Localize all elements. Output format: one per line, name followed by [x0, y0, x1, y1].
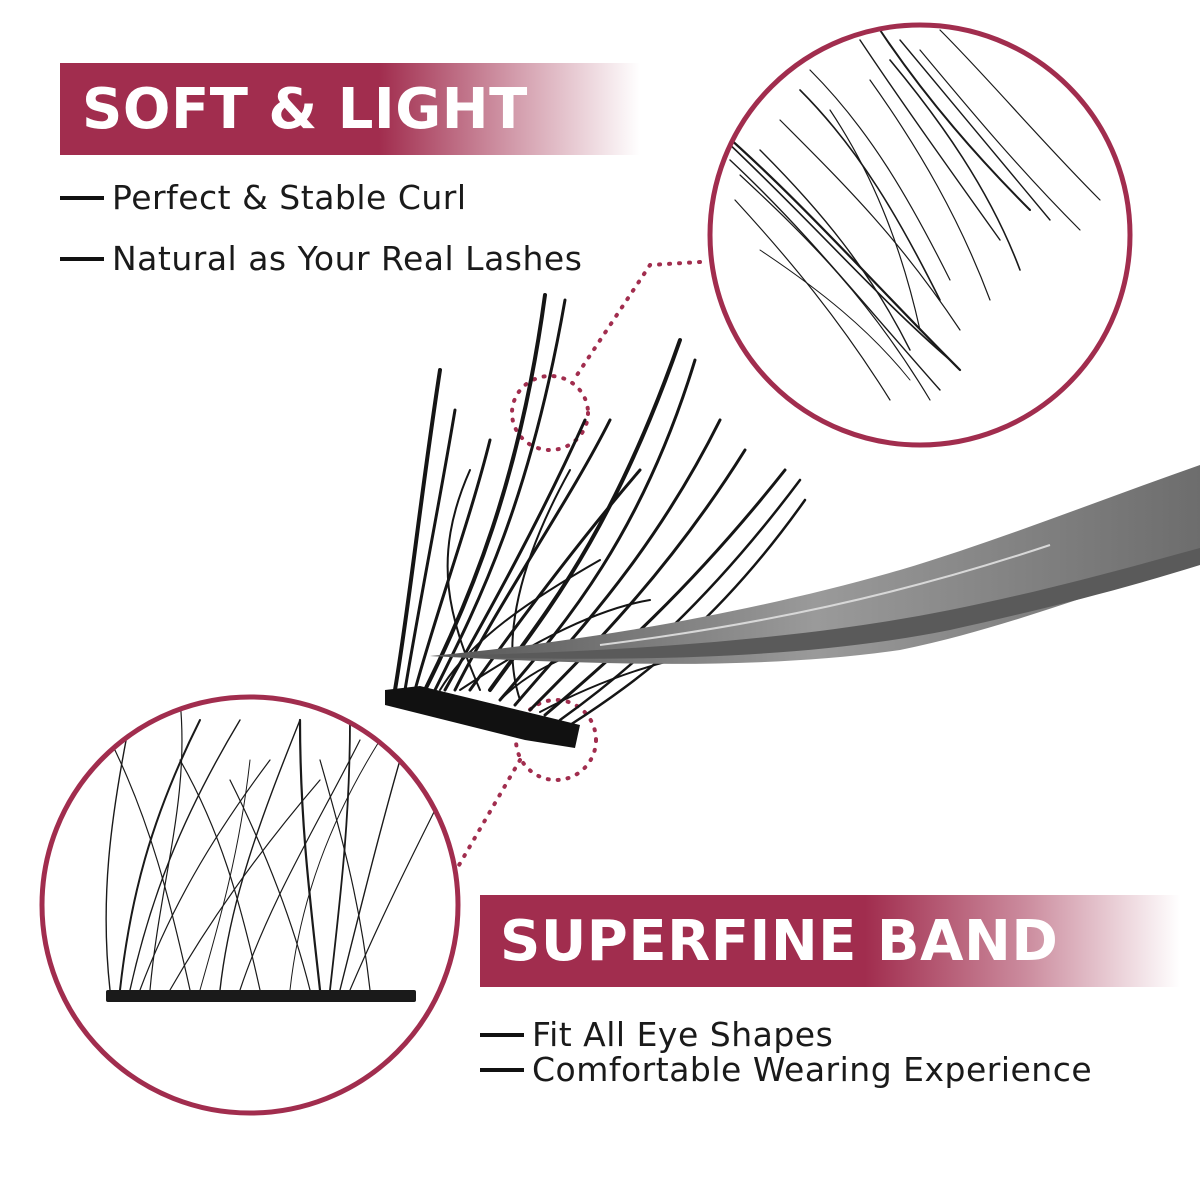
feature-comfortable-wearing: Comfortable Wearing Experience: [480, 1050, 1092, 1089]
feature-perfect-curl: Perfect & Stable Curl: [60, 178, 467, 217]
superfine-band-title: SUPERFINE BAND: [500, 908, 1059, 974]
zoom-circle-band: [39, 694, 461, 1116]
feature-label: Fit All Eye Shapes: [532, 1015, 834, 1054]
dotted-connectors: [453, 260, 702, 874]
zoom-circle-fibers: [707, 22, 1133, 448]
dash-icon: [480, 1032, 524, 1037]
tweezer-illustration: [430, 465, 1200, 664]
dash-icon: [480, 1067, 524, 1072]
lash-band: [385, 686, 580, 748]
dash-icon: [60, 195, 104, 200]
feature-fit-eye-shapes: Fit All Eye Shapes: [480, 1015, 833, 1054]
superfine-band-banner: SUPERFINE BAND: [480, 895, 1180, 987]
feature-natural-lashes: Natural as Your Real Lashes: [60, 239, 582, 278]
soft-light-title: SOFT & LIGHT: [82, 76, 528, 142]
feature-label: Natural as Your Real Lashes: [112, 239, 583, 278]
soft-light-banner: SOFT & LIGHT: [60, 63, 640, 155]
dash-icon: [60, 256, 104, 261]
feature-label: Comfortable Wearing Experience: [532, 1050, 1093, 1089]
feature-label: Perfect & Stable Curl: [112, 178, 467, 217]
